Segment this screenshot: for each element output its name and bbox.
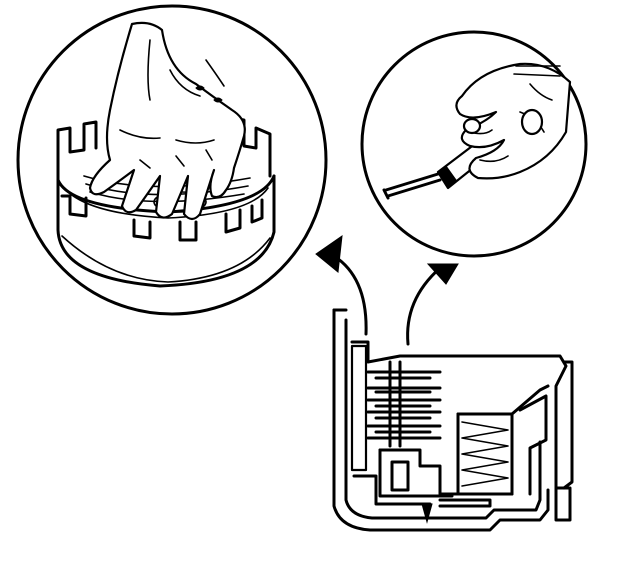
return-spring-icon [456,384,550,496]
right-callout-arrow [406,263,459,346]
clutch-plates-icon [350,344,442,472]
right-circle-outline [360,30,588,258]
left-callout-arrow [315,234,368,336]
clutch-assembly-cross-section-icon [332,308,574,532]
piston-icon [352,448,492,524]
hand-pressing-spring-retainer-icon [88,21,246,221]
left-circle-outline [16,4,328,316]
right-magnified-circle [360,30,588,258]
left-magnified-circle [16,4,328,316]
hand-holding-screwdriver-icon [382,62,572,200]
